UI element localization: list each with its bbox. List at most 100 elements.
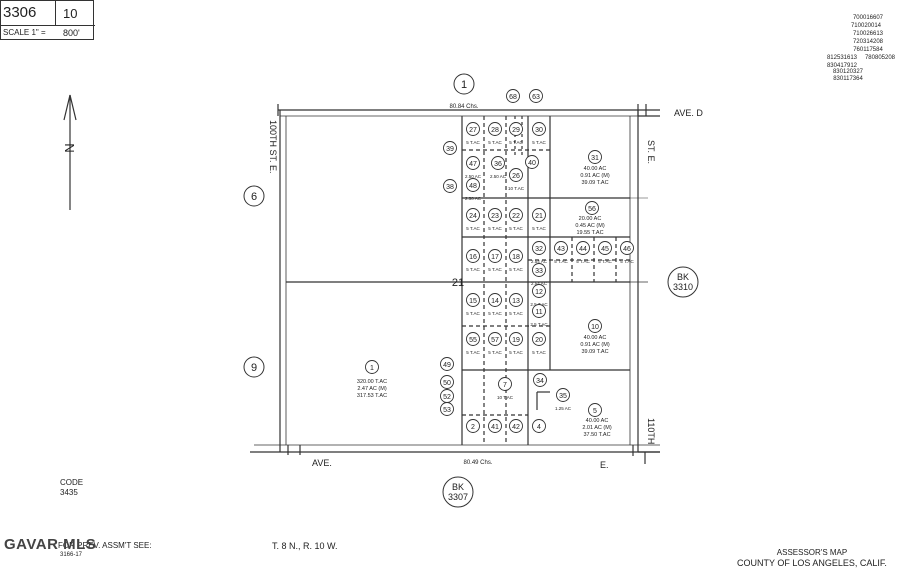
- parcel-12[interactable]: 122.5 T.AC: [530, 284, 548, 308]
- parcel-29[interactable]: 295 T.AC: [509, 122, 523, 146]
- assessor-title: ASSESSOR'S MAP: [777, 548, 847, 557]
- parcel-41[interactable]: 41: [488, 419, 502, 433]
- parcel-13[interactable]: 135 T.AC: [509, 293, 523, 317]
- code-value: 3435: [60, 488, 78, 497]
- parcel-number: 56: [588, 206, 596, 213]
- parcel-44[interactable]: 44 5 T.AC: [576, 241, 590, 265]
- parcel-marker: [588, 403, 602, 417]
- parcel-number: 52: [443, 394, 451, 401]
- parcel-49[interactable]: 49: [440, 357, 454, 371]
- parcel-area: 5 T.AC: [509, 226, 523, 231]
- parcel-5[interactable]: 5: [588, 403, 602, 417]
- parcel-marker: [532, 241, 546, 255]
- parcel-area: 5 T.AC: [488, 311, 502, 316]
- parcel-33[interactable]: 332.54 AC: [531, 263, 548, 287]
- parcel-number: 17: [491, 254, 499, 261]
- parcel-marker: [365, 360, 379, 374]
- parcel-56[interactable]: 56: [585, 201, 599, 215]
- parcel-number: 12: [535, 289, 543, 296]
- parcel-number: 43: [557, 246, 565, 253]
- street-bottom-left-label: AVE.: [312, 458, 332, 468]
- parcel-marker: [488, 208, 502, 222]
- parcel-1[interactable]: 1: [365, 360, 379, 374]
- prev-assessment-ref: 3166-17: [60, 552, 83, 558]
- parcel-area: 5 T.AC: [576, 259, 590, 264]
- parcel-18[interactable]: 185 T.AC: [509, 249, 523, 273]
- sub-page-number: 10: [63, 6, 78, 21]
- parcel-marker: [509, 419, 523, 433]
- parcel-area: 1.25 AC: [555, 406, 572, 411]
- parcel-17[interactable]: 17 5 T.AC: [488, 249, 502, 273]
- street-left-label: 100TH ST. E.: [268, 120, 278, 174]
- parcel-34[interactable]: 34: [533, 373, 547, 387]
- parcel-11[interactable]: 112.5 T.AC: [530, 304, 548, 328]
- parcel-area: 2.50 AC: [465, 174, 482, 179]
- parcel-53[interactable]: 53: [440, 402, 454, 416]
- parcel-52[interactable]: 52: [440, 389, 454, 403]
- parcel-marker: [533, 373, 547, 387]
- parcel-45[interactable]: 455 T.AC: [598, 241, 612, 265]
- parcel-number: 14: [491, 298, 499, 305]
- parcel-area: 5 T.AC: [532, 140, 546, 145]
- parcel-39[interactable]: 39: [443, 141, 457, 155]
- parcel-63[interactable]: 63: [529, 89, 543, 103]
- parcel-20[interactable]: 205 T.AC: [532, 332, 546, 356]
- code-label: CODE: [60, 478, 83, 487]
- parcel-48[interactable]: 482.50 AC: [465, 178, 482, 202]
- parcel-number: 44: [579, 246, 587, 253]
- area-note-line: 37.50 T.AC: [583, 432, 610, 438]
- revision-note: 700016607: [853, 15, 884, 21]
- parcel-7[interactable]: 710 T.AC: [497, 377, 514, 401]
- parcel-22[interactable]: 225 T.AC: [509, 208, 523, 232]
- parcel-24[interactable]: 245 T.AC: [466, 208, 480, 232]
- parcel-14[interactable]: 14 5 T.AC: [488, 293, 502, 317]
- parcel-43[interactable]: 435 T.AC: [554, 241, 568, 265]
- parcel-31[interactable]: 31: [588, 150, 602, 164]
- area-note-line: 0.45 AC (M): [575, 223, 605, 229]
- parcel-36[interactable]: 362.50 AC: [490, 156, 507, 180]
- book-ref-right-number: 3310: [673, 282, 693, 292]
- parcel-number: 49: [443, 362, 451, 369]
- parcel-47[interactable]: 47 2.50 AC: [465, 156, 482, 180]
- parcel-16[interactable]: 165 T.AC: [466, 249, 480, 273]
- page-number: 3306: [3, 4, 37, 21]
- parcel-number: 47: [469, 161, 477, 168]
- top-dimension: 80.84 Chs.: [449, 104, 478, 110]
- parcel-23[interactable]: 235 T.AC: [488, 208, 502, 232]
- parcel-marker: [509, 168, 523, 182]
- parcel-40[interactable]: 40: [525, 155, 539, 169]
- parcel-35[interactable]: 35 1.25 AC: [555, 388, 572, 412]
- parcel-19[interactable]: 195 T.AC: [509, 332, 523, 356]
- parcel-50[interactable]: 50: [440, 375, 454, 389]
- parcel-number: 29: [512, 127, 520, 134]
- parcel-27[interactable]: 275 T.AC: [466, 122, 480, 146]
- parcel-32[interactable]: 322.54 AC: [531, 241, 548, 265]
- parcel-28[interactable]: 285 T.AC: [488, 122, 502, 146]
- parcel-42[interactable]: 42: [509, 419, 523, 433]
- parcel-15[interactable]: 155 T.AC: [466, 293, 480, 317]
- revision-note: 830417912: [827, 63, 858, 69]
- parcel-4[interactable]: 4: [532, 419, 546, 433]
- parcel-marker: [525, 155, 539, 169]
- parcel-number: 20: [535, 337, 543, 344]
- parcel-10[interactable]: 10: [588, 319, 602, 333]
- parcel-number: 35: [559, 393, 567, 400]
- parcel-number: 40: [528, 160, 536, 167]
- parcel-68[interactable]: 68: [506, 89, 520, 103]
- parcel-46[interactable]: 465 T.AC: [620, 241, 634, 265]
- parcel-number: 55: [469, 337, 477, 344]
- parcel-57[interactable]: 575 T.AC: [488, 332, 502, 356]
- parcel-number: 68: [509, 94, 517, 101]
- parcel-area: 5 T.AC: [488, 267, 502, 272]
- parcel-marker: [509, 208, 523, 222]
- parcel-30[interactable]: 305 T.AC: [532, 122, 546, 146]
- parcel-38[interactable]: 38: [443, 179, 457, 193]
- parcel-area: 5 T.AC: [466, 226, 480, 231]
- parcel-marker: [532, 284, 546, 298]
- parcel-55[interactable]: 555 T.AC: [466, 332, 480, 356]
- parcel-21[interactable]: 215 T.AC: [532, 208, 546, 232]
- parcel-2[interactable]: 2: [466, 419, 480, 433]
